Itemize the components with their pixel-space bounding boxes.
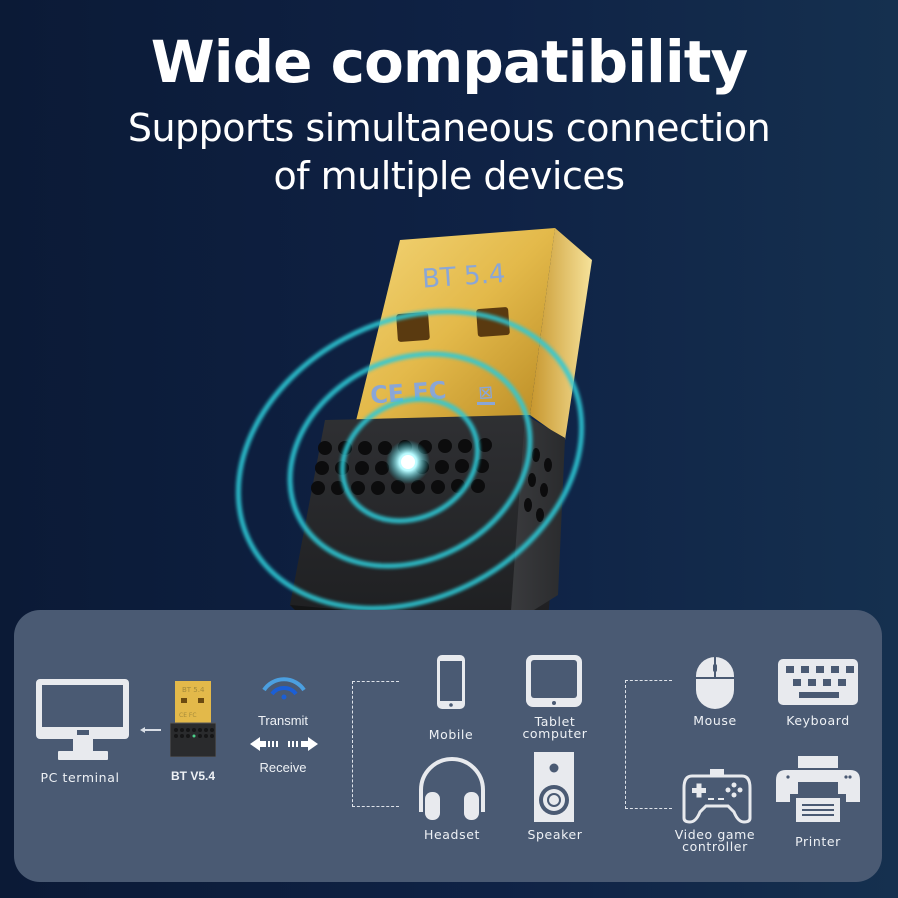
mobile-label: Mobile xyxy=(428,727,474,742)
tablet-icon xyxy=(526,655,582,707)
headset-label: Headset xyxy=(424,827,480,842)
wifi-signal-icon xyxy=(262,677,306,700)
arrow-left-icon xyxy=(140,727,161,733)
svg-text:CE FC: CE FC xyxy=(369,376,447,409)
transmit-label: Transmit xyxy=(257,713,309,728)
printer-label: Printer xyxy=(795,834,841,849)
tablet-label: Tablet computer xyxy=(522,714,588,741)
keyboard-label: Keyboard xyxy=(786,713,850,728)
mouse-icon xyxy=(696,657,734,709)
plug-label: BT 5.4 xyxy=(421,259,506,295)
usb-plug: BT 5.4 CE FC ⊠ xyxy=(355,228,592,440)
svg-text:⊠: ⊠ xyxy=(477,382,494,404)
mouse-label: Mouse xyxy=(693,713,737,728)
group2-bracket xyxy=(625,680,672,809)
bluetooth-dongle-icon: BT 5.4 CE FC xyxy=(170,681,216,757)
adapter-body xyxy=(290,415,565,640)
transmit-receive-arrows-icon xyxy=(250,737,318,751)
group1-bracket xyxy=(352,681,399,807)
subtitle-line-1: Supports simultaneous connection xyxy=(127,106,771,150)
speaker-icon xyxy=(534,752,574,822)
printer-icon xyxy=(776,756,860,822)
page-subtitle: Supports simultaneous connection of mult… xyxy=(0,104,898,200)
svg-text:BT 5.4: BT 5.4 xyxy=(182,686,205,694)
mobile-phone-icon xyxy=(437,655,465,709)
receive-label: Receive xyxy=(259,760,307,775)
pc-terminal-label: PC terminal xyxy=(40,770,120,785)
adapter-label: BT V5.4 xyxy=(170,769,215,783)
page-title: Wide compatibility xyxy=(150,28,749,96)
keyboard-icon xyxy=(778,659,858,705)
signal-rings xyxy=(235,309,585,611)
subtitle-line-2: of multiple devices xyxy=(273,154,625,198)
gamepad-label: Video game controller xyxy=(674,827,756,854)
speaker-label: Speaker xyxy=(527,827,583,842)
monitor-icon xyxy=(36,679,129,760)
svg-text:CE FC: CE FC xyxy=(179,712,197,719)
gamepad-icon xyxy=(682,769,752,824)
headphones-icon xyxy=(419,757,485,820)
bluetooth-adapter-hero-image: BT 5.4 CE FC ⊠ xyxy=(235,228,592,640)
